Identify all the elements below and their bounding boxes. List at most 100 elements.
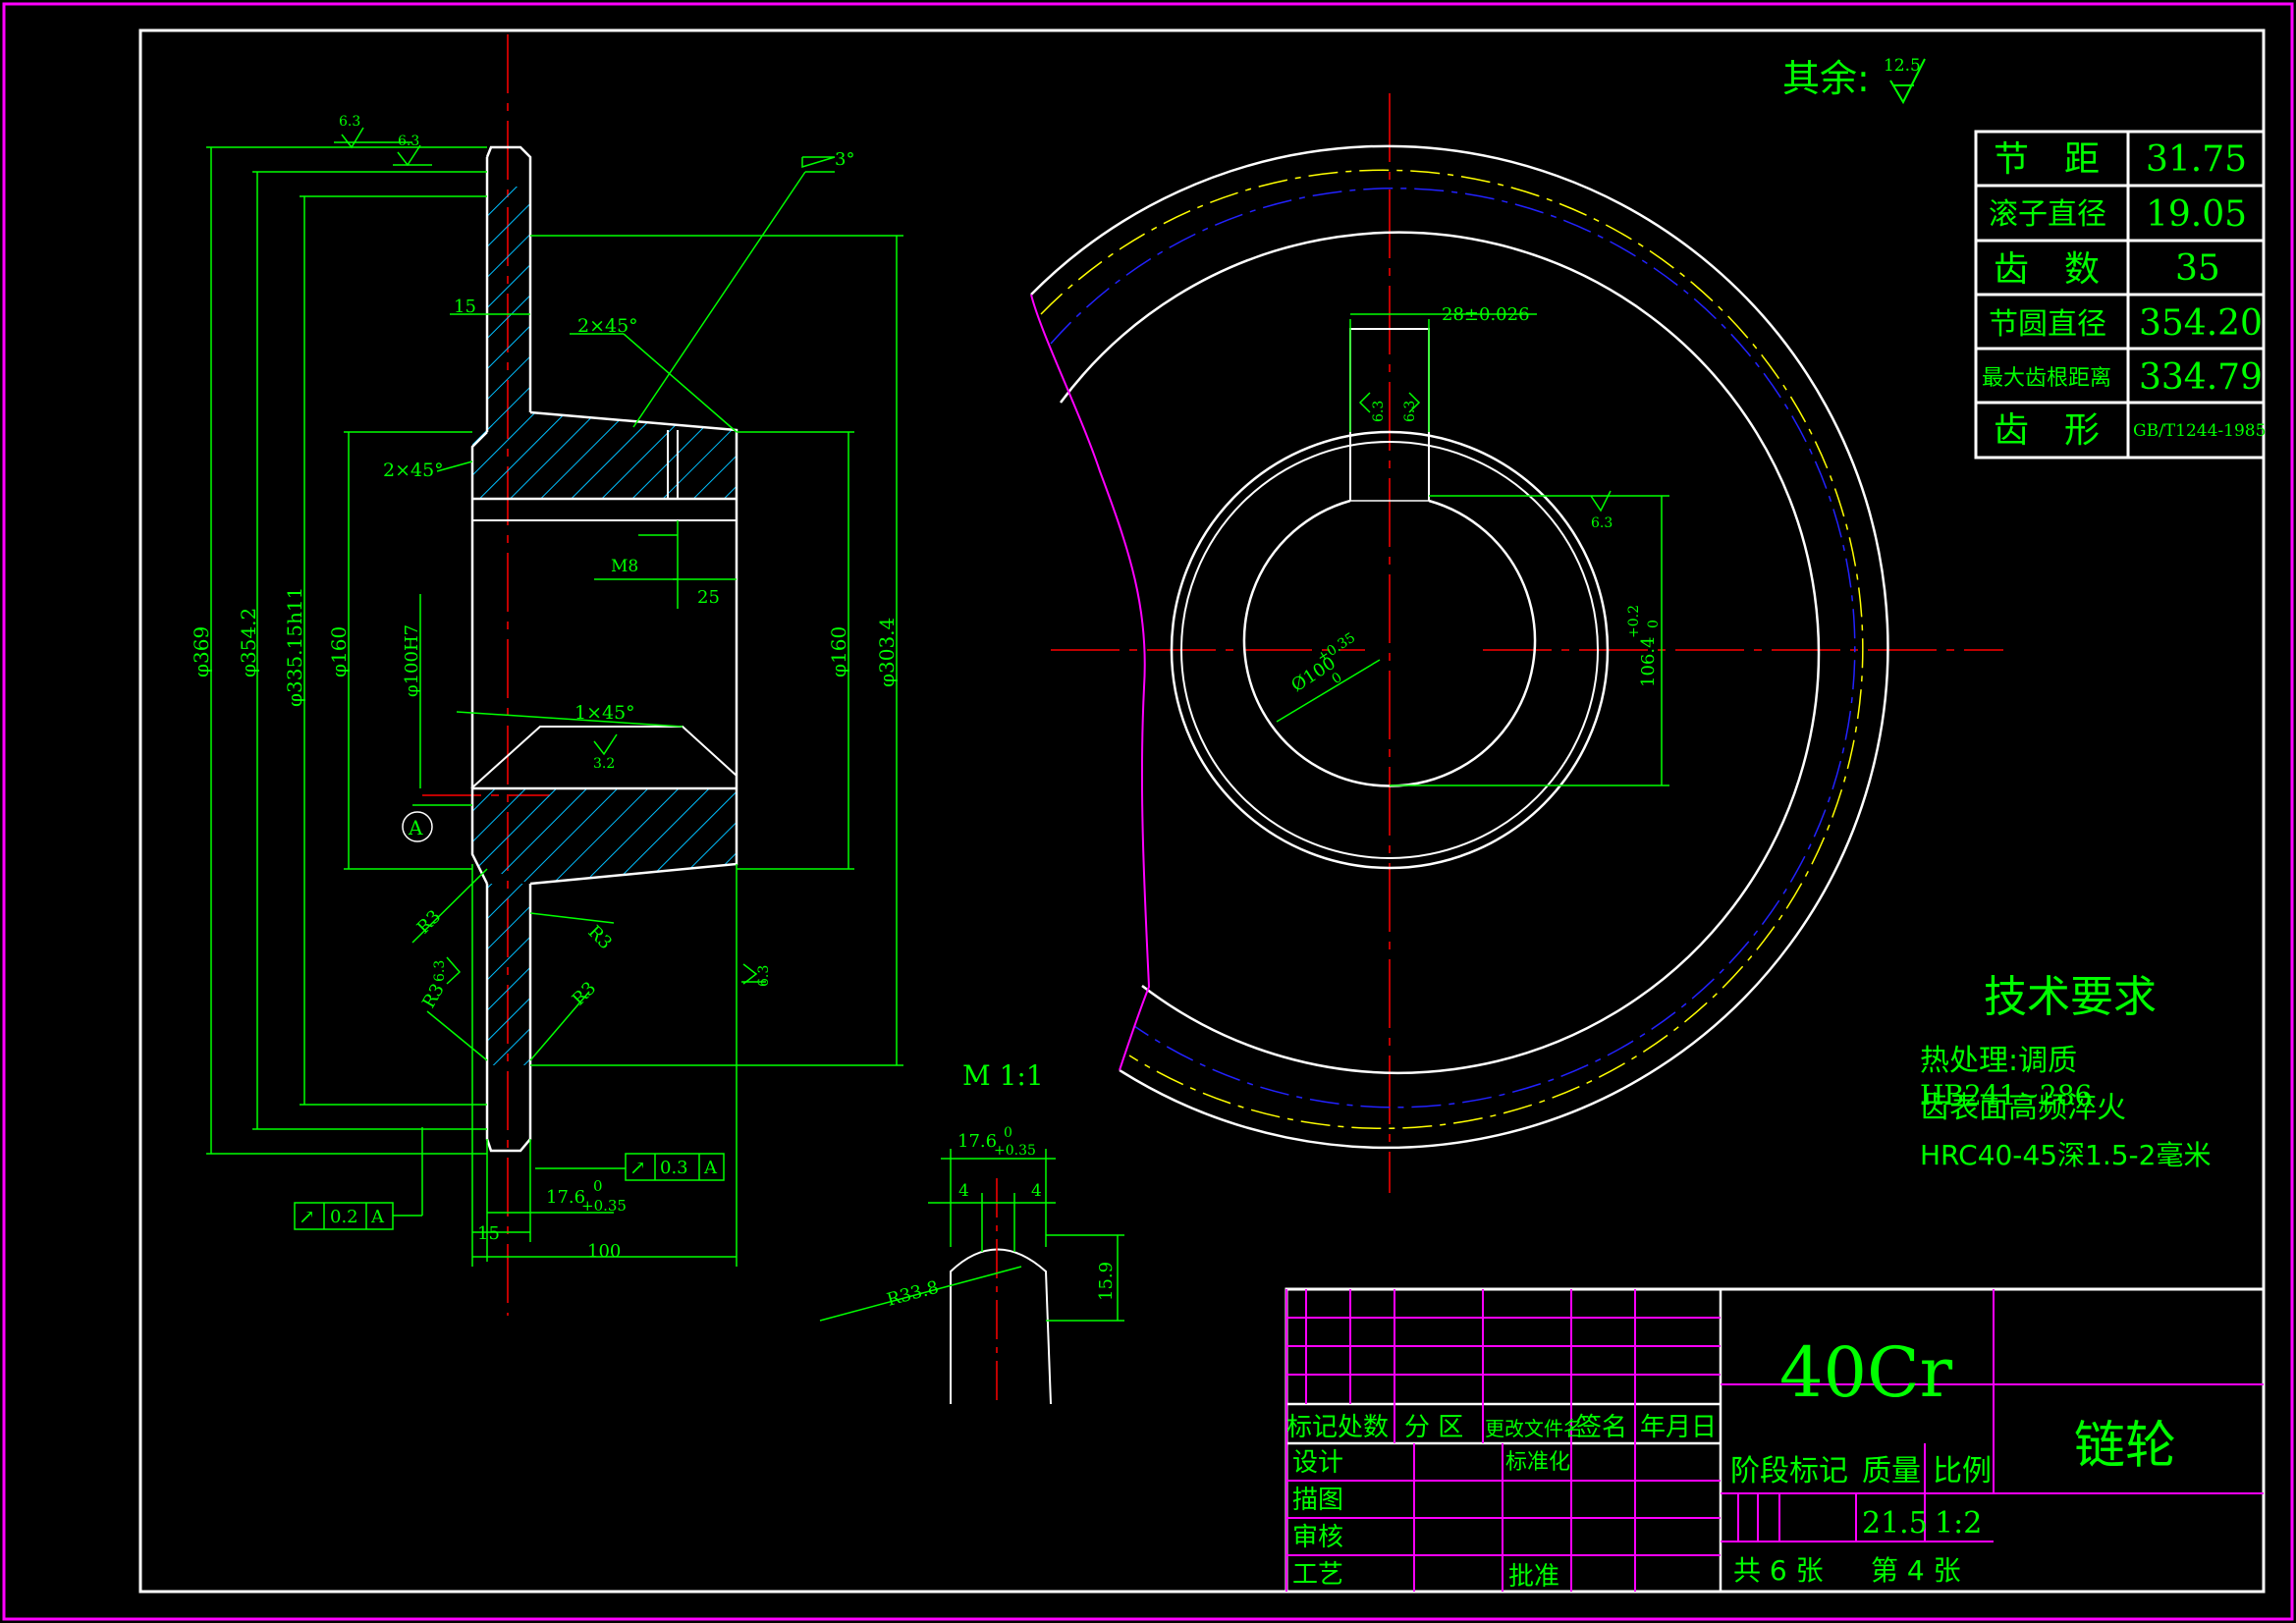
tech-line: 热处理:调质: [1920, 1044, 2077, 1078]
title-block: [1285, 1287, 2266, 1594]
dim-d160-left: φ160: [327, 626, 351, 677]
key-depth: 106.4: [1638, 636, 1659, 687]
dim-thread: M8: [611, 557, 638, 576]
param-value: GB/T1244-1985: [2133, 421, 2266, 441]
param-label: 节圆直径: [1989, 307, 2106, 342]
rough-value: 6.3: [756, 965, 772, 987]
dim-d160-right: φ160: [827, 626, 850, 677]
detail-width: 17.6: [957, 1131, 997, 1152]
tol-frame-datum: A: [703, 1158, 718, 1178]
surface-note-roughness: 12.5: [1884, 56, 1921, 76]
tb-approve: 批准: [1508, 1562, 1559, 1592]
dim-chamfer3: 1×45°: [574, 702, 635, 724]
dim-r3: R3: [418, 980, 449, 1011]
tb-mass: 21.5: [1862, 1506, 1928, 1541]
section-view: φ369 φ354.2 φ335.15h11 φ160 φ100H7 φ160 …: [190, 34, 903, 1316]
tol-frame-symbol: ↗: [629, 1156, 646, 1179]
rough-value: 3.2: [593, 756, 615, 772]
dim-w15-bot: 15: [477, 1223, 500, 1244]
tb-header: 签名: [1576, 1413, 1627, 1442]
tech-line: 齿表面高频淬火: [1920, 1091, 2126, 1125]
tech-title: 技术要求: [1984, 972, 2157, 1022]
detail-scale-label: M 1:1: [962, 1059, 1044, 1092]
tb-total: 共 6 张: [1733, 1554, 1824, 1587]
tb-header: 更改文件名: [1485, 1417, 1583, 1440]
tb-sheet: 第 4 张: [1871, 1554, 1961, 1587]
tol-frame-symbol: ↗: [299, 1205, 315, 1228]
hub-rough: 6.3: [1591, 515, 1613, 531]
dim-d369: φ369: [190, 626, 213, 677]
tb-design: 设计: [1292, 1448, 1343, 1478]
detail-tol-up: 0: [1004, 1125, 1012, 1141]
tb-scale-label: 比例: [1933, 1454, 1992, 1488]
tb-review: 审核: [1292, 1523, 1343, 1552]
roughness-symbol: [1889, 58, 1926, 105]
param-value: 334.79: [2139, 357, 2263, 398]
bore-tol-dn: 0: [1329, 670, 1344, 687]
inner-frame: [138, 28, 2266, 1594]
rough-value: 6.3: [432, 960, 448, 982]
param-label: 齿 形: [1994, 410, 2100, 451]
dim-chamfer2: 2×45°: [383, 460, 444, 481]
dim-r3: R3: [569, 978, 601, 1010]
detail-w4: 4: [958, 1181, 969, 1201]
dim-w15-top: 15: [454, 297, 476, 317]
front-view: 28±0.026 6.3 6.3 6.3 106.4 +0.2 0 Ø100 +…: [1030, 93, 2003, 1193]
param-value: 31.75: [2146, 139, 2247, 180]
part-name: 链轮: [2074, 1417, 2176, 1476]
rough-value: 6.3: [398, 134, 419, 149]
tb-header: 年月日: [1640, 1413, 1717, 1442]
rough-value: 6.3: [339, 114, 360, 130]
tol-frame-datum: A: [370, 1207, 385, 1227]
tech-requirements: 技术要求 热处理:调质 HB241~286 齿表面高频淬火 HRC40-45深1…: [1920, 972, 2211, 1171]
key-rough: 6.3: [1402, 401, 1418, 422]
dim-d303: φ303.4: [875, 618, 899, 687]
dim-chamfer1: 2×45°: [577, 315, 638, 337]
param-table: [1974, 130, 2266, 460]
key-width: 28±0.026: [1442, 304, 1530, 325]
dim-tooth-tol-dn: +0.35: [581, 1197, 627, 1215]
key-depth-tol-up: +0.2: [1626, 605, 1642, 638]
material: 40Cr: [1779, 1332, 1953, 1413]
param-label: 节 距: [1994, 139, 2100, 180]
bore-tol-up: +0.35: [1314, 630, 1358, 667]
dim-tooth-width: 17.6: [546, 1187, 585, 1208]
dim-r3: R3: [413, 906, 446, 939]
key-rough: 6.3: [1371, 401, 1387, 422]
tb-standardize: 标准化: [1505, 1450, 1570, 1475]
dim-len25: 25: [697, 587, 720, 608]
tb-header: 标记: [1286, 1413, 1338, 1442]
dim-tooth-tol-up: 0: [593, 1177, 603, 1195]
param-value: 35: [2175, 248, 2220, 289]
param-value: 354.20: [2139, 303, 2263, 344]
tooth-detail-view: M 1:1 17.6 0 +0.35 4 4 R33.8 15.9: [819, 1059, 1124, 1405]
tech-line: HRC40-45深1.5-2毫米: [1920, 1139, 2211, 1171]
dim-r3: R3: [583, 922, 616, 954]
tb-process: 工艺: [1292, 1560, 1343, 1590]
dim-d100: φ100H7: [402, 624, 422, 697]
datum-label: A: [408, 816, 423, 839]
tol-frame-value: 0.3: [660, 1158, 688, 1178]
datum-symbol: [402, 811, 433, 842]
param-label: 最大齿根距离: [1982, 366, 2111, 391]
dim-taper: 3°: [835, 149, 854, 170]
dim-len100: 100: [587, 1241, 621, 1262]
tb-mass-label: 质量: [1862, 1454, 1921, 1488]
tb-scale: 1:2: [1935, 1506, 1982, 1541]
tb-stage-mark: 阶段标记: [1730, 1454, 1848, 1488]
key-depth-tol-dn: 0: [1646, 620, 1662, 628]
detail-radius: R33.8: [885, 1277, 941, 1311]
dim-d354: φ354.2: [237, 608, 260, 677]
tol-frame-value: 0.2: [330, 1207, 358, 1227]
tb-drawing: 描图: [1292, 1486, 1343, 1515]
param-label: 齿 数: [1994, 249, 2100, 290]
tb-header: 处数: [1338, 1413, 1389, 1442]
dim-d335: φ335.15h11: [283, 587, 306, 707]
tb-header: 分 区: [1404, 1413, 1463, 1442]
surface-note-label: 其余:: [1782, 57, 1870, 100]
detail-height: 15.9: [1096, 1262, 1117, 1301]
tech-line: HB241~286: [1920, 1079, 2092, 1111]
detail-w4: 4: [1031, 1181, 1042, 1201]
param-label: 滚子直径: [1989, 197, 2106, 232]
